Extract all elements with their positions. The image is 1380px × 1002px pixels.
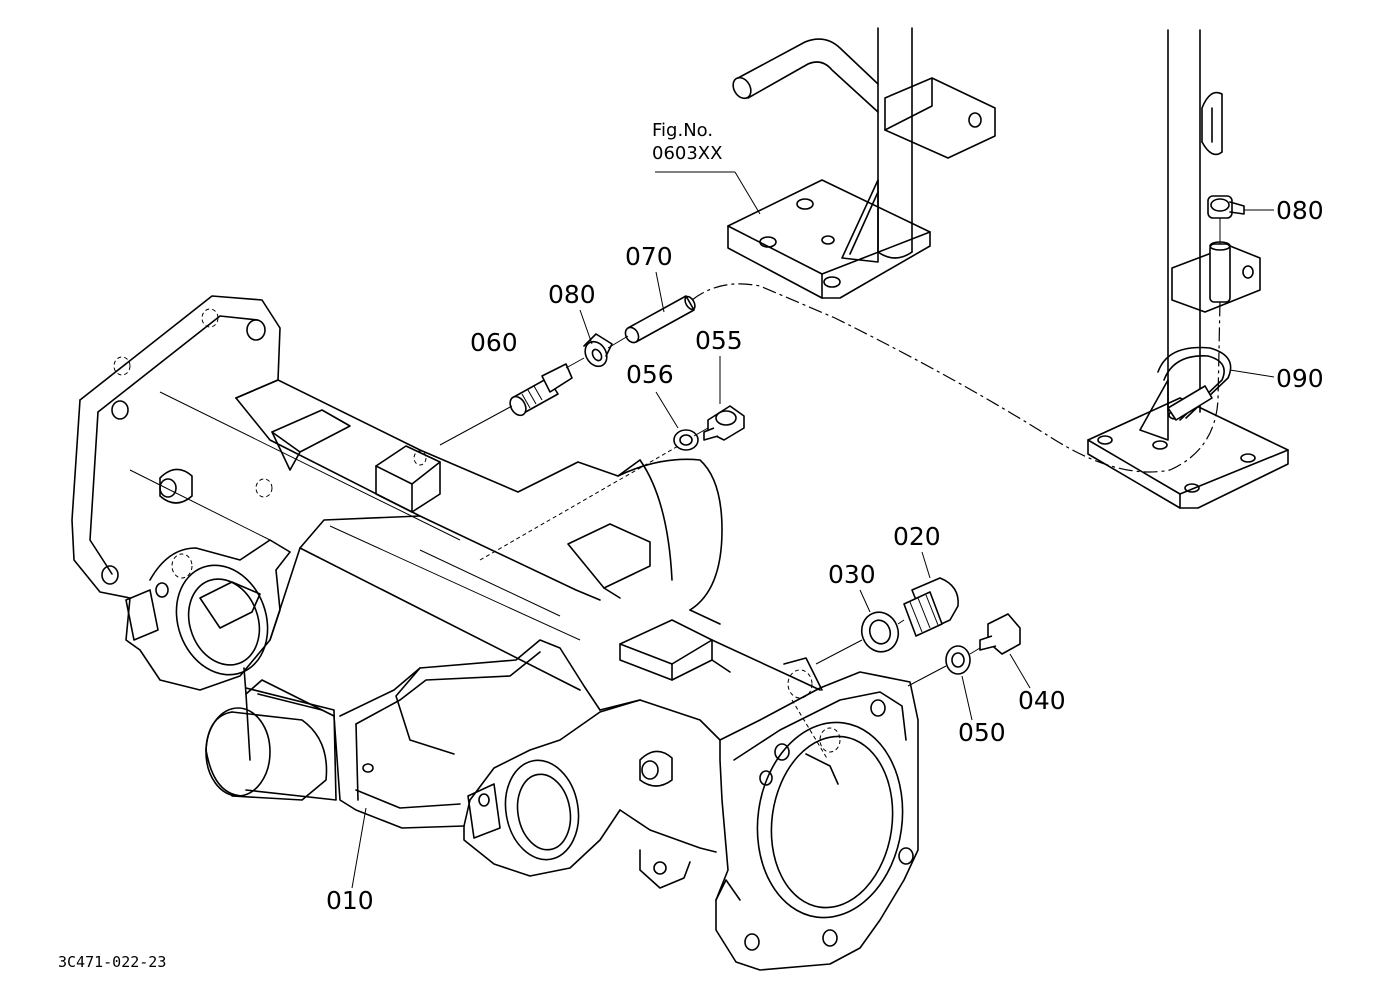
part-label-010[interactable]: 010: [326, 886, 374, 915]
part-label-080-right[interactable]: 080: [1276, 196, 1324, 225]
plug-bolt-055: [703, 405, 745, 441]
fig-ref-leader-diagonal: [734, 171, 761, 215]
hose-clamp-080: [583, 333, 613, 368]
part-label-060[interactable]: 060: [470, 328, 518, 357]
front-axle-case-010: [71, 295, 919, 971]
washer-030: [860, 611, 900, 653]
plug-bolt-040: [979, 613, 1021, 655]
figure-reference-line1: Fig.No.: [652, 120, 714, 141]
hose-070: [624, 295, 696, 344]
drawing-number: 3C471-022-23: [58, 953, 167, 971]
figure-reference-line2: 0603XX: [652, 142, 723, 164]
part-label-020[interactable]: 020: [893, 522, 941, 551]
part-label-090[interactable]: 090: [1276, 364, 1324, 393]
part-label-056[interactable]: 056: [626, 360, 674, 389]
figure-reference[interactable]: Fig.No. 0603XX: [652, 120, 722, 165]
hose-fitting-060: [509, 363, 573, 417]
plug-020: [903, 577, 959, 637]
part-label-030[interactable]: 030: [828, 560, 876, 589]
step-bracket: [727, 27, 996, 299]
washer-056: [673, 429, 699, 451]
part-label-080[interactable]: 080: [548, 280, 596, 309]
washer-050: [945, 645, 971, 675]
part-label-050[interactable]: 050: [958, 718, 1006, 747]
part-label-055[interactable]: 055: [695, 326, 743, 355]
cable-tie-090: [1157, 346, 1232, 421]
part-label-070[interactable]: 070: [625, 242, 673, 271]
leader-010: [351, 807, 367, 889]
part-label-040[interactable]: 040: [1018, 686, 1066, 715]
